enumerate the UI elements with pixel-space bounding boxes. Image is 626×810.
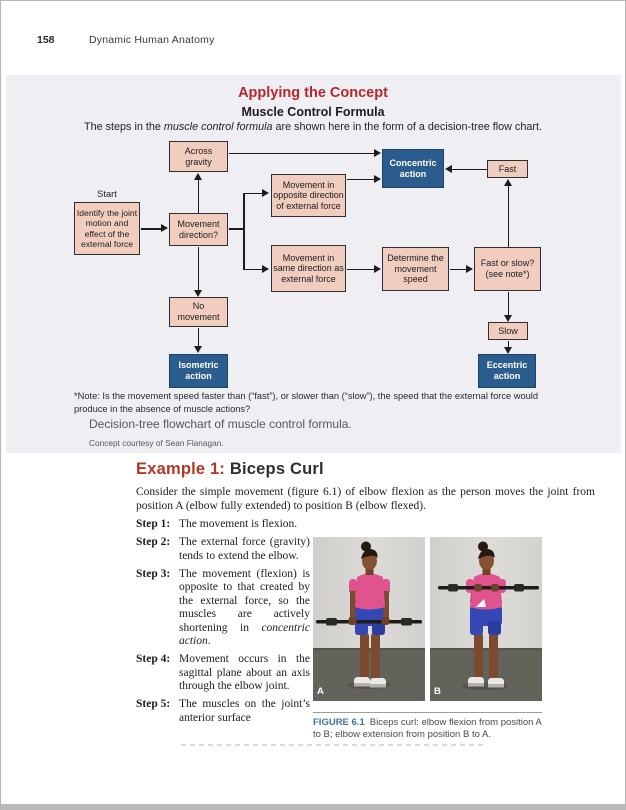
- flow-node-movement-direction: Movement direction?: [169, 213, 228, 246]
- step-5-label: Step 5:: [136, 698, 171, 710]
- flow-arrowhead: [466, 264, 473, 273]
- bottom-page-bar: [1, 804, 625, 810]
- flow-arrow-line: [347, 268, 375, 270]
- cut-off-text-remnant: [181, 744, 486, 746]
- flow-arrow-line: [197, 328, 199, 347]
- flow-arrowhead: [161, 224, 168, 232]
- step-4-label: Step 4:: [136, 653, 171, 665]
- example-steps: Step 1: The movement is flexion. Step 2: T…: [136, 518, 310, 730]
- flow-arrowhead: [503, 315, 512, 322]
- flow-arrow-line: [197, 177, 199, 213]
- photo-a-illustration: [313, 537, 425, 701]
- figure-caption-text: Biceps curl: elbow flexion from position…: [313, 717, 542, 740]
- step-5-text: The muscles on the joint’s anterior surf…: [179, 698, 310, 724]
- flow-arrowhead: [503, 179, 512, 186]
- photo-b-label: B: [434, 686, 441, 697]
- flow-arrow-line: [450, 268, 467, 270]
- step-3-text: The movement (flexion) is opposite to th…: [179, 568, 310, 649]
- page-number: 158: [37, 34, 55, 46]
- step-1-text: The movement is flexion.: [179, 518, 298, 530]
- flow-arrowhead: [374, 148, 381, 157]
- flowchart-credit: Concept courtesy of Sean Flanagan.: [89, 438, 224, 448]
- flow-arrowhead: [503, 347, 512, 354]
- figure-photo-b: B: [430, 537, 542, 701]
- panel-subtitle: Muscle Control Formula: [241, 105, 385, 119]
- flow-arrowhead: [262, 188, 269, 197]
- step-1: Step 1: The movement is flexion.: [136, 518, 310, 532]
- panel-intro: The steps in the muscle control formula …: [1, 121, 625, 133]
- flow-node-across-gravity: Across gravity: [169, 141, 228, 172]
- panel-intro-italic: muscle control formula: [163, 121, 273, 133]
- flow-arrow-line: [229, 152, 375, 154]
- example-heading: Example 1: Biceps Curl: [136, 460, 324, 479]
- flow-node-opposite-direction: Movement in opposite direction of extern…: [271, 174, 346, 217]
- flow-arrow-line: [507, 185, 509, 247]
- photo-a-label: A: [317, 686, 324, 697]
- flow-node-same-direction: Movement in same direction as external f…: [271, 245, 346, 292]
- flow-node-isometric-action: Isometric action: [169, 354, 228, 388]
- flow-arrowhead: [193, 173, 202, 180]
- figure-photo-a: A: [313, 537, 425, 701]
- step-3-text-post: .: [207, 635, 211, 647]
- flow-node-slow: Slow: [488, 322, 528, 340]
- flow-arrowhead: [193, 346, 202, 353]
- flowchart-caption: Decision-tree flowchart of muscle contro…: [89, 417, 352, 431]
- flow-node-eccentric-action: Eccentric action: [478, 354, 536, 388]
- step-3-label: Step 3:: [136, 567, 171, 580]
- step-1-label: Step 1:: [136, 518, 171, 530]
- step-3-text-italic: concentric action: [179, 621, 310, 648]
- flow-start-label: Start: [97, 189, 117, 199]
- panel-intro-post: are shown here in the form of a decision…: [272, 121, 542, 133]
- example-heading-number: Example 1:: [136, 460, 226, 478]
- step-2: Step 2: The external force (gravity) tend…: [136, 536, 310, 563]
- example-intro: Consider the simple movement (figure 6.1…: [136, 486, 595, 512]
- flowchart-note: *Note: Is the movement speed faster than…: [74, 391, 539, 414]
- flow-node-determine-speed: Determine the movement speed: [382, 247, 449, 291]
- step-2-label: Step 2:: [136, 536, 171, 548]
- figure-caption-rule: [313, 712, 542, 713]
- flow-arrow-line: [507, 341, 509, 348]
- figure-caption-label: FIGURE 6.1: [313, 717, 365, 728]
- flow-arrow-line: [197, 247, 199, 291]
- step-2-text: The external force (gravity) tends to ex…: [179, 536, 310, 562]
- example-heading-title: Biceps Curl: [225, 460, 324, 478]
- step-4: Step 4: Movement occurs in the sagittal p…: [136, 653, 310, 694]
- flow-arrow-line: [229, 228, 244, 230]
- flow-arrowhead: [374, 264, 381, 273]
- flow-arrowhead: [262, 264, 269, 273]
- flow-arrow-line: [452, 168, 487, 170]
- flow-arrow-line: [347, 178, 375, 180]
- flow-node-no-movement: No movement: [169, 297, 228, 327]
- flow-node-concentric-action: Concentric action: [382, 149, 444, 188]
- step-4-text: Movement occurs in the sagittal plane ab…: [179, 653, 310, 692]
- flow-arrow-line: [244, 192, 263, 194]
- flow-arrow-line: [507, 292, 509, 316]
- panel-title: Applying the Concept: [238, 85, 388, 101]
- running-head-title: Dynamic Human Anatomy: [89, 34, 215, 46]
- flow-arrowhead: [193, 290, 202, 297]
- flow-node-fast-or-slow: Fast or slow? (see note*): [474, 247, 541, 291]
- flow-arrow-line: [244, 268, 263, 270]
- step-3-text-main: The movement (flexion) is opposite to th…: [179, 567, 310, 634]
- step-5: Step 5: The muscles on the joint’s anteri…: [136, 698, 310, 725]
- step-3: Step 3: The movement (flexion) is opposit…: [136, 568, 310, 649]
- flow-arrowhead: [374, 174, 381, 183]
- flow-node-fast: Fast: [487, 160, 528, 178]
- flow-arrow-line: [141, 228, 162, 230]
- flow-arrow-line: [243, 192, 245, 270]
- flow-arrowhead: [445, 164, 452, 173]
- panel-intro-pre: The steps in the: [84, 121, 164, 133]
- flow-node-identify: Identify the joint motion and effect of …: [74, 202, 140, 255]
- photo-b-illustration: [430, 537, 542, 701]
